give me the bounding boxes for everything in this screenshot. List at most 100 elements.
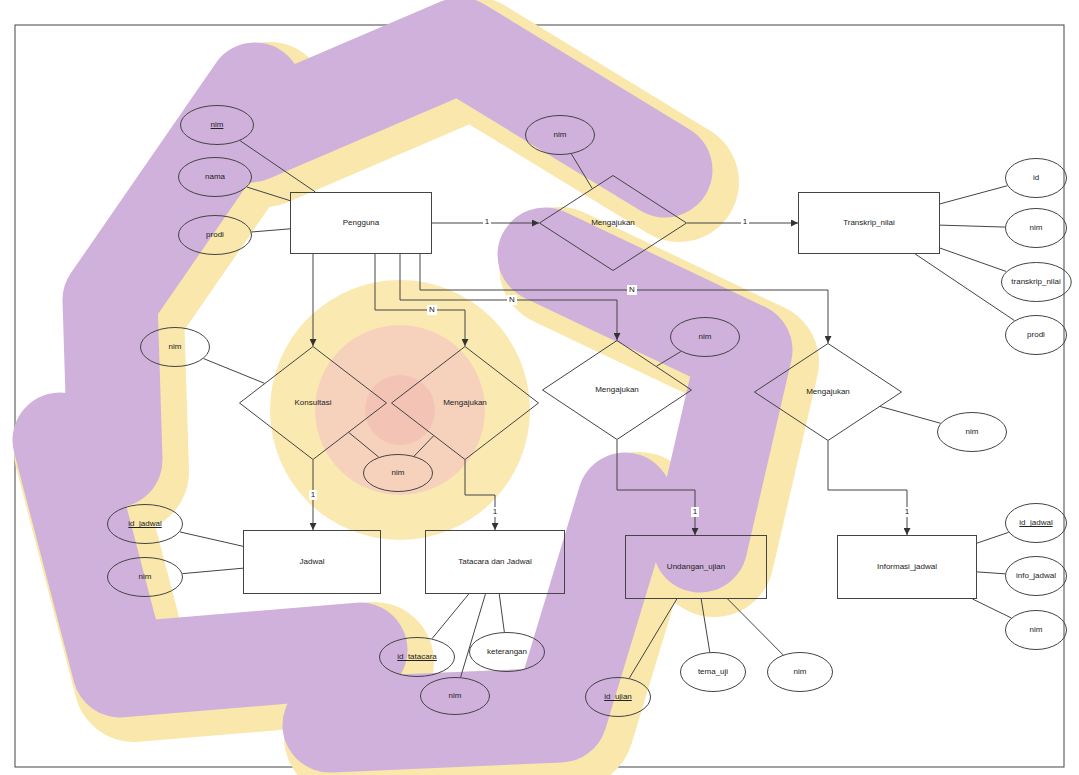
node-label: tema_uji <box>698 667 728 677</box>
node-label: Mengajukan <box>595 385 639 395</box>
relationship-diamond: Mengajukan <box>391 346 539 460</box>
cardinality-label: 1 <box>491 507 499 517</box>
cardinality-label: 1 <box>309 490 317 500</box>
relationship-diamond: Konsultasi <box>239 346 387 460</box>
node-label: Informasi_jadwal <box>877 562 937 572</box>
node-label: info_jadwal <box>1016 571 1056 581</box>
attribute-ellipse: keterangan <box>469 632 545 672</box>
cardinality-label: 1 <box>741 217 749 227</box>
relationship-diamond: Mengajukan <box>754 343 902 441</box>
attribute-line <box>571 154 592 189</box>
attribute-ellipse: id_jadwal <box>107 504 183 544</box>
node-label: nim <box>211 120 224 130</box>
attribute-line <box>204 359 265 384</box>
node-label: nim <box>139 572 152 582</box>
attribute-line <box>940 248 1006 271</box>
attribute-ellipse: nama <box>178 157 252 197</box>
attribute-line <box>973 599 1012 618</box>
node-label: id <box>1033 173 1039 183</box>
node-label: nim <box>169 342 182 352</box>
attribute-line <box>182 568 243 573</box>
attribute-ellipse: nim <box>363 454 433 492</box>
attribute-ellipse: id <box>1005 158 1067 198</box>
cardinality-label: N <box>427 305 437 315</box>
attribute-line <box>414 436 433 456</box>
relationship-connector <box>313 254 314 346</box>
relationship-connector <box>420 254 828 343</box>
node-label: Transkrip_nilai <box>843 218 895 228</box>
node-label: Mengajukan <box>443 398 487 408</box>
node-label: prodi <box>1027 330 1045 340</box>
cardinality-label: 1 <box>903 507 911 517</box>
attribute-ellipse: nim <box>180 105 254 145</box>
attribute-line <box>915 254 1014 321</box>
attribute-line <box>728 599 783 655</box>
attribute-line <box>461 594 486 677</box>
entity-box: Pengguna <box>290 192 432 254</box>
node-label: nim <box>449 691 462 701</box>
attribute-line <box>240 141 315 192</box>
attribute-line <box>499 594 504 632</box>
relationship-diamond: Mengajukan <box>542 340 692 440</box>
node-label: nim <box>1030 625 1043 635</box>
node-label: id_jadwal <box>128 519 161 529</box>
attribute-ellipse: nim <box>107 557 183 597</box>
attribute-line <box>252 229 290 232</box>
attribute-line <box>940 186 1007 204</box>
node-label: id_tatacara <box>397 652 437 662</box>
node-label: Mengajukan <box>806 387 850 397</box>
attribute-ellipse: nim <box>937 412 1007 452</box>
cardinality-label: N <box>507 295 517 305</box>
node-label: Pengguna <box>343 218 379 228</box>
relationship-connector <box>465 460 495 530</box>
attribute-ellipse: transkrip_nilai <box>1001 262 1072 302</box>
attribute-ellipse: info_jadwal <box>1005 556 1067 596</box>
entity-box: Undangan_ujian <box>625 535 767 599</box>
node-label: Undangan_ujian <box>667 562 725 572</box>
relationship-connector <box>617 440 695 535</box>
attribute-line <box>247 187 290 201</box>
cardinality-label: N <box>627 285 637 295</box>
node-label: id_ujian <box>604 692 632 702</box>
node-label: nim <box>1030 223 1043 233</box>
entity-box: Tatacara dan Jadwal <box>425 530 565 594</box>
attribute-line <box>940 225 1005 227</box>
node-label: id_jadwal <box>1019 518 1052 528</box>
attribute-ellipse: nim <box>670 317 740 357</box>
attribute-ellipse: prodi <box>178 215 252 255</box>
attribute-line <box>432 594 469 639</box>
attribute-ellipse: nim <box>420 677 490 715</box>
watermark-logo <box>60 45 759 737</box>
node-label: Jadwal <box>300 557 325 567</box>
attribute-line <box>349 432 379 457</box>
node-label: transkrip_nilai <box>1011 277 1060 287</box>
attribute-line <box>880 406 940 423</box>
attribute-ellipse: id_ujian <box>585 677 651 717</box>
node-label: Mengajukan <box>591 218 635 228</box>
node-label: nama <box>205 172 225 182</box>
attribute-line <box>180 532 243 546</box>
attribute-ellipse: nim <box>1005 610 1067 650</box>
entity-box: Transkrip_nilai <box>798 192 940 254</box>
node-label: nim <box>554 130 567 140</box>
node-label: Tatacara dan Jadwal <box>458 557 531 567</box>
attribute-ellipse: prodi <box>1005 315 1067 355</box>
node-label: prodi <box>206 230 224 240</box>
entity-box: Informasi_jadwal <box>837 535 977 599</box>
attribute-line <box>701 599 710 652</box>
cardinality-label: 1 <box>483 217 491 227</box>
node-label: nim <box>392 468 405 478</box>
node-label: nim <box>794 667 807 677</box>
attribute-ellipse: nim <box>1005 208 1067 248</box>
attribute-line <box>629 599 677 678</box>
frame <box>15 25 1064 767</box>
attribute-ellipse: tema_uji <box>680 652 746 692</box>
cardinality-label: 1 <box>691 507 699 517</box>
node-label: keterangan <box>487 647 527 657</box>
relationship-connector <box>400 254 617 340</box>
node-label: nim <box>966 427 979 437</box>
